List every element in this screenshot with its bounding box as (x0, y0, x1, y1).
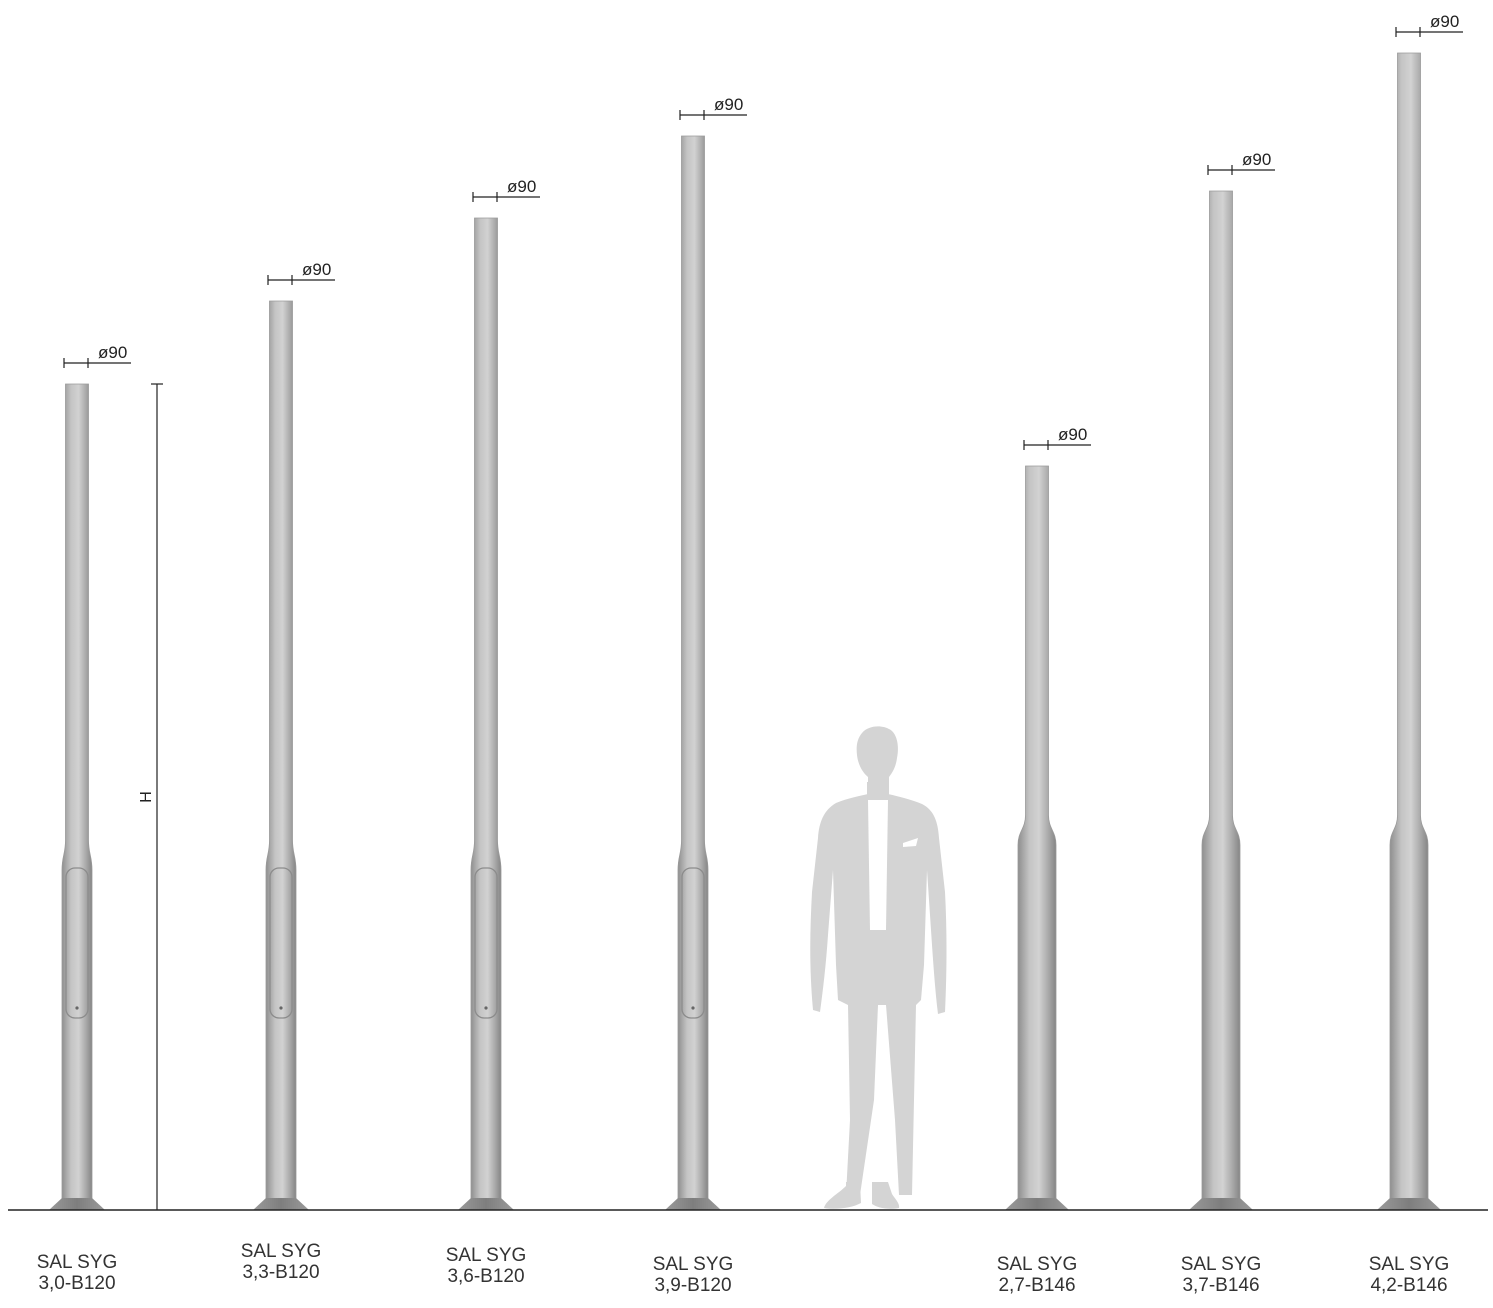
diameter-label: ø90 (714, 95, 743, 114)
pole-label-model: 3,3-B120 (242, 1262, 320, 1283)
door-screw-icon (484, 1006, 488, 1010)
pole-label-model: 3,9-B120 (654, 1275, 732, 1296)
pole-label-model: 3,0-B120 (38, 1273, 116, 1294)
door-screw-icon (75, 1006, 79, 1010)
door-screw-icon (691, 1006, 695, 1010)
pole-shaft (1389, 52, 1429, 1201)
pole-label-model: 3,6-B120 (447, 1266, 525, 1287)
door-screw-icon (279, 1006, 283, 1010)
pole-shaft (677, 135, 709, 1201)
pole-label-series: SAL SYG (652, 1254, 734, 1275)
service-door (681, 867, 705, 1019)
diameter-callout (1023, 440, 1091, 450)
pole-base (1005, 1198, 1069, 1210)
diameter-callout (267, 275, 335, 285)
pole-label-series: SAL SYG (36, 1252, 118, 1273)
diameter-label: ø90 (302, 260, 331, 279)
diameter-callout (472, 192, 540, 202)
diameter-label: ø90 (98, 343, 127, 362)
pole-label-model: 2,7-B146 (998, 1275, 1076, 1296)
person-shirt-detail (868, 800, 918, 930)
pole-4 (665, 135, 721, 1210)
pole-shaft (61, 383, 93, 1201)
pole-base (458, 1198, 514, 1210)
height-label: H (138, 791, 155, 803)
pole-7 (1377, 52, 1441, 1210)
pole-shaft (265, 300, 297, 1201)
person-silhouette-icon (810, 726, 947, 1209)
pole-label-series: SAL SYG (445, 1245, 527, 1266)
diameter-callout (1395, 27, 1463, 37)
pole-1 (49, 383, 105, 1210)
pole-2 (253, 300, 309, 1210)
pole-base (1189, 1198, 1253, 1210)
pole-5 (1005, 465, 1069, 1210)
pole-6 (1189, 190, 1253, 1210)
service-door (65, 867, 89, 1019)
pole-label-series: SAL SYG (996, 1254, 1078, 1275)
pole-label-model: 4,2-B146 (1370, 1275, 1448, 1296)
pole-label-series: SAL SYG (1180, 1254, 1262, 1275)
height-dimension (151, 383, 163, 1210)
pole-base (49, 1198, 105, 1210)
pole-shaft (1201, 190, 1241, 1201)
diameter-label: ø90 (1430, 12, 1459, 31)
pole-label-series: SAL SYG (1368, 1254, 1450, 1275)
pole-base (1377, 1198, 1441, 1210)
pole-shaft (1017, 465, 1057, 1201)
service-door (474, 867, 498, 1019)
diameter-label: ø90 (1058, 425, 1087, 444)
pole-label-series: SAL SYG (240, 1241, 322, 1262)
diameter-callout (63, 358, 131, 368)
diameter-callout (679, 110, 747, 120)
diameter-callout (1207, 165, 1275, 175)
service-door (269, 867, 293, 1019)
pole-label-model: 3,7-B146 (1182, 1275, 1260, 1296)
diameter-label: ø90 (507, 177, 536, 196)
pole-base (253, 1198, 309, 1210)
diameter-label: ø90 (1242, 150, 1271, 169)
pole-3 (458, 217, 514, 1210)
pole-base (665, 1198, 721, 1210)
pole-shaft (470, 217, 502, 1201)
poles-layer (49, 52, 1441, 1210)
